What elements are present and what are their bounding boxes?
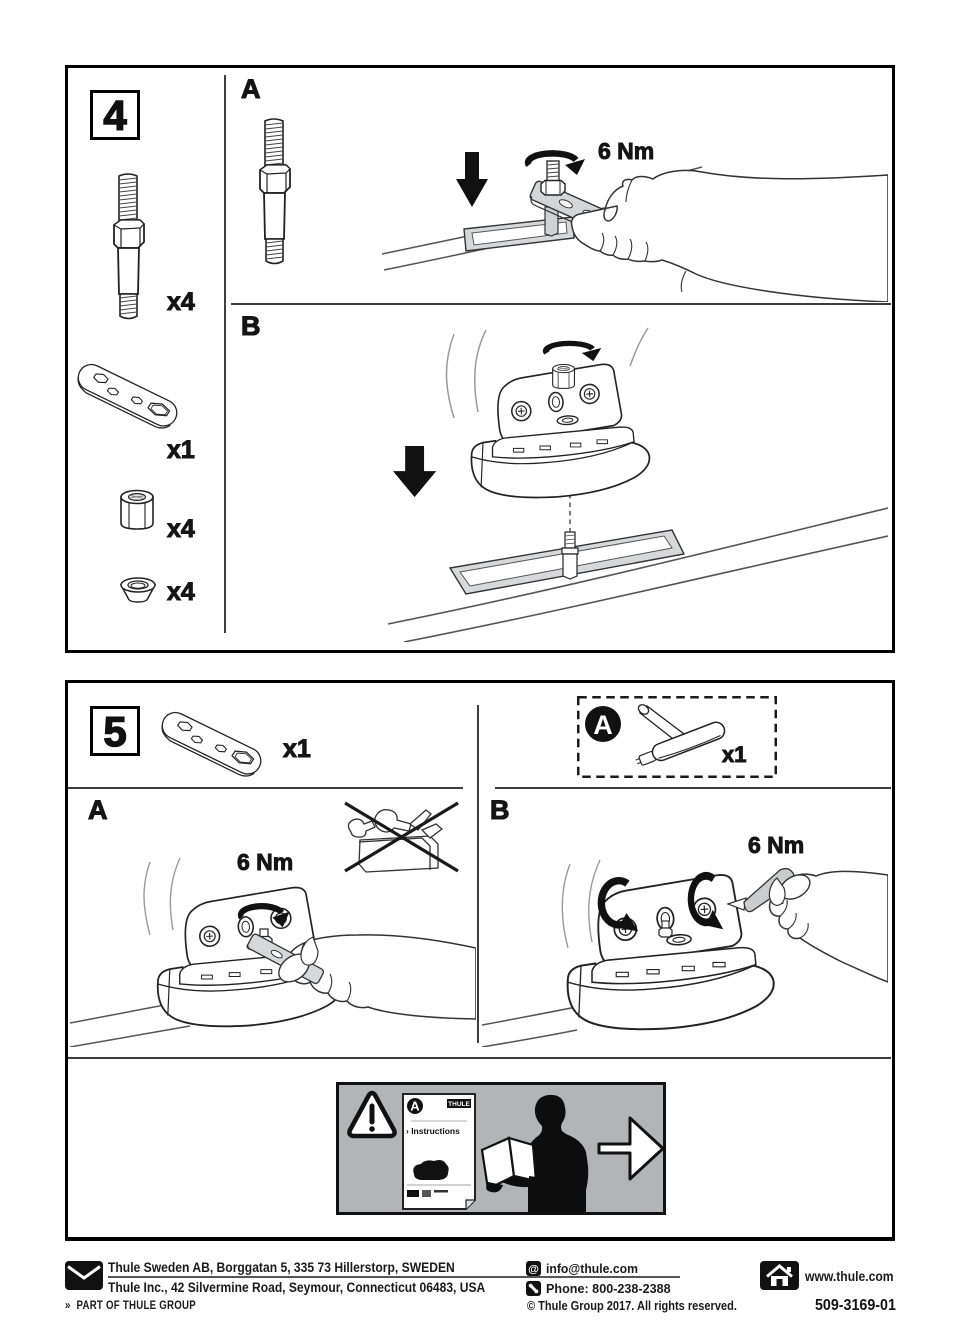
svg-text:A: A [410,1099,420,1114]
svg-text:A: A [593,710,613,740]
svg-text:› Instructions: › Instructions [406,1126,460,1136]
svg-text:THULE: THULE [448,1101,470,1108]
svg-text:@: @ [528,1264,539,1276]
